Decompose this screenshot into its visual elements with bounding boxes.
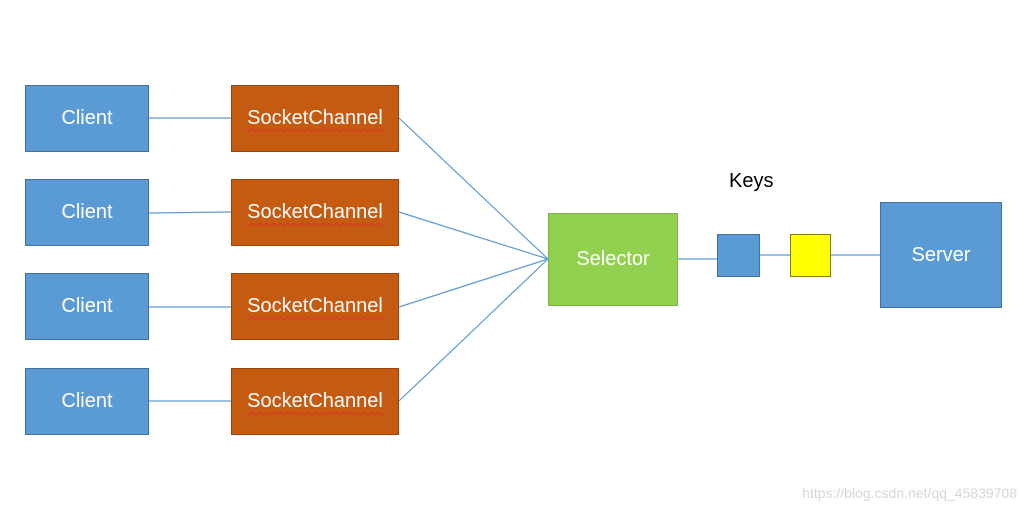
- channel-selector-connector-1: [398, 117, 549, 260]
- socketchannel-label: SocketChannel: [247, 107, 383, 129]
- client-box-3: Client: [25, 273, 149, 340]
- selector-label: Selector: [576, 248, 650, 270]
- key-square-blue: [717, 234, 760, 277]
- client-box-1: Client: [25, 85, 149, 152]
- channel-selector-connector-2: [398, 211, 549, 260]
- socketchannel-box-3: SocketChannel: [231, 273, 399, 340]
- watermark-text: https://blog.csdn.net/qq_45839708: [802, 485, 1017, 501]
- client-box-2: Client: [25, 179, 149, 246]
- socketchannel-label: SocketChannel: [247, 295, 383, 317]
- socketchannel-label: SocketChannel: [247, 201, 383, 223]
- client-channel-connector-2: [148, 211, 232, 214]
- key-square-yellow: [790, 234, 831, 277]
- socketchannel-box-2: SocketChannel: [231, 179, 399, 246]
- selector-box: Selector: [548, 213, 678, 306]
- channel-selector-connector-4: [398, 258, 549, 402]
- client-label: Client: [61, 201, 113, 223]
- socketchannel-box-4: SocketChannel: [231, 368, 399, 435]
- client-box-4: Client: [25, 368, 149, 435]
- server-box: Server: [880, 202, 1002, 308]
- keys-label: Keys: [729, 170, 774, 192]
- client-label: Client: [61, 390, 113, 412]
- socketchannel-box-1: SocketChannel: [231, 85, 399, 152]
- server-label: Server: [911, 243, 971, 266]
- channel-selector-connector-3: [398, 258, 549, 308]
- socketchannel-label: SocketChannel: [247, 390, 383, 412]
- client-label: Client: [61, 107, 113, 129]
- client-label: Client: [61, 295, 113, 317]
